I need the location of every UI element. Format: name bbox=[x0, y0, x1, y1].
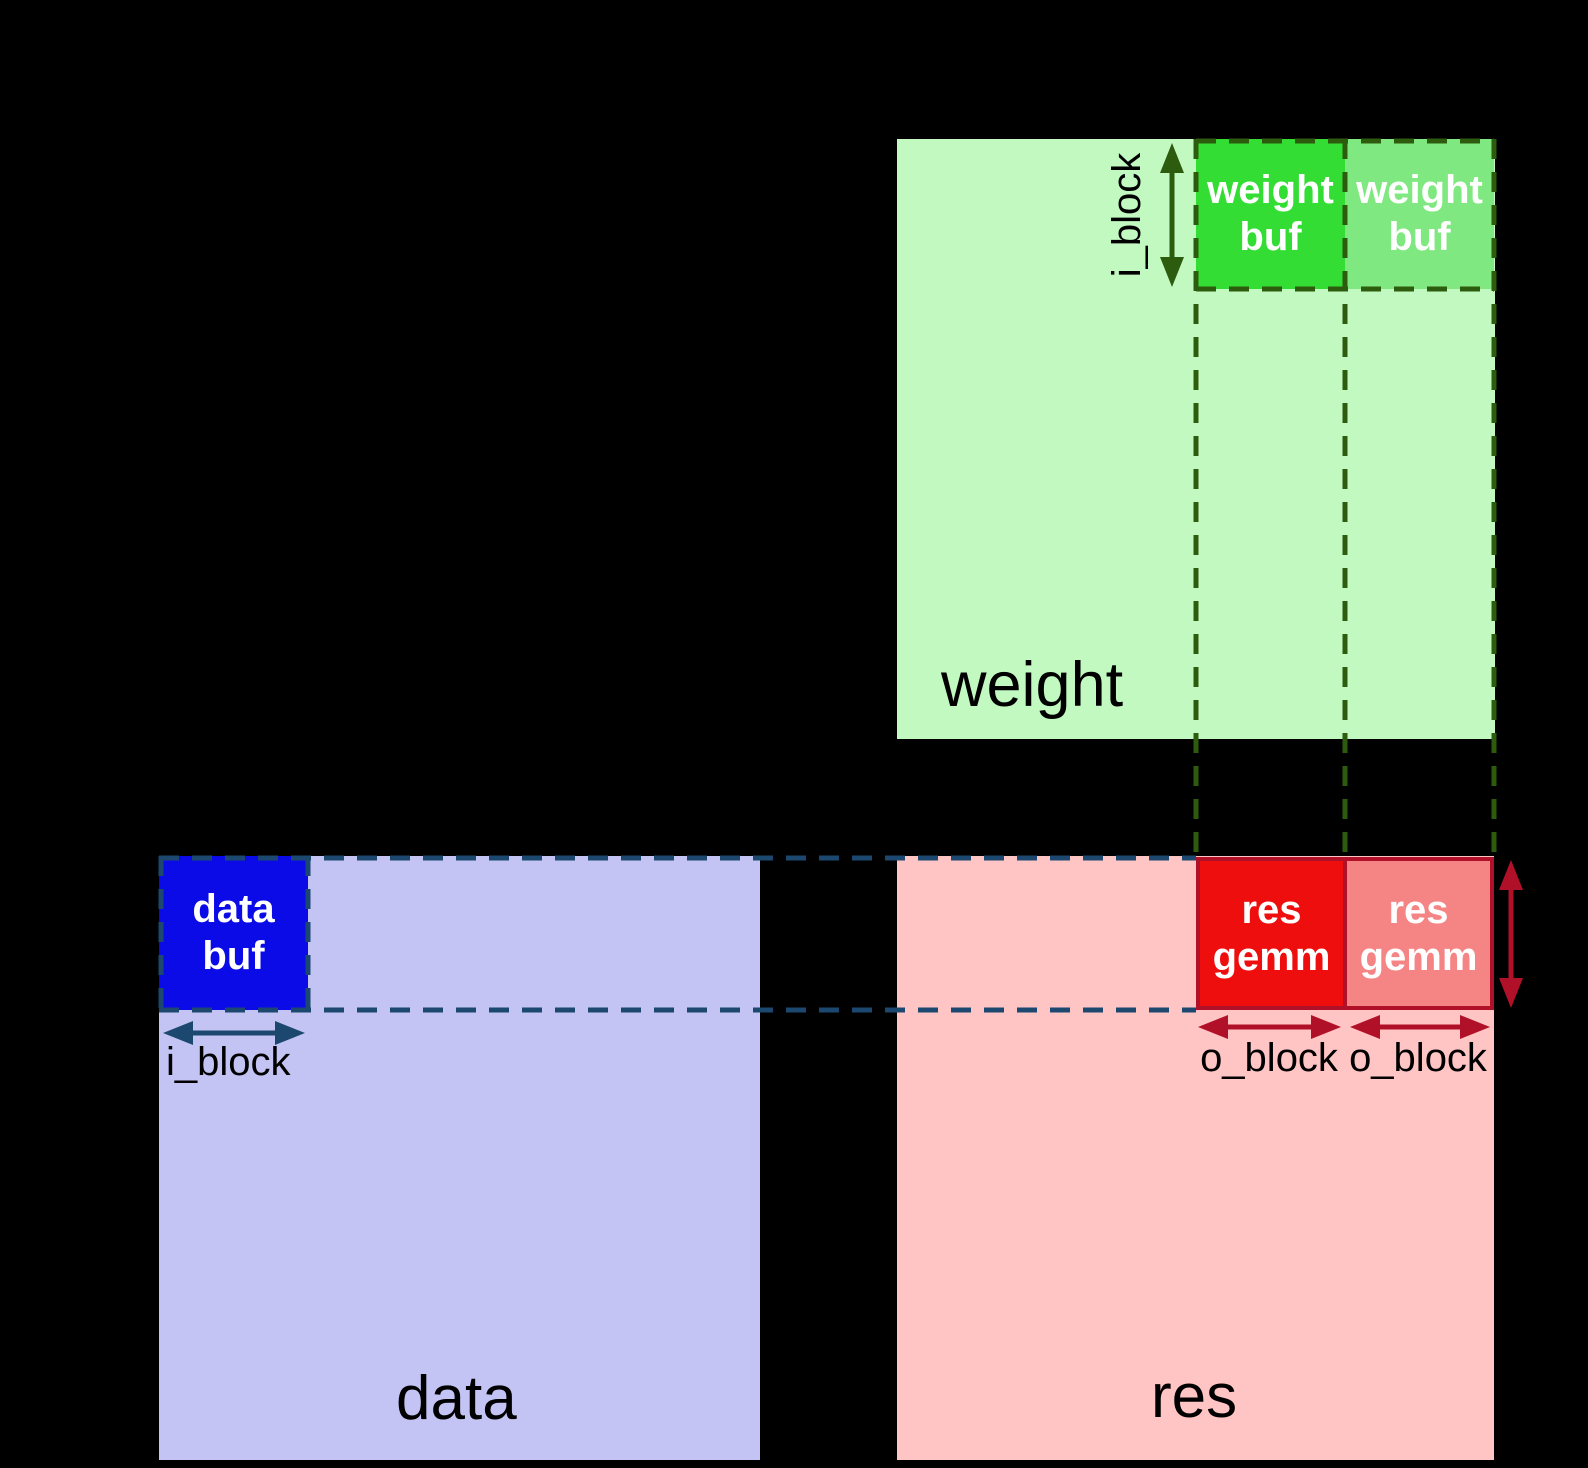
weight-buf-2-label-line1: weight bbox=[1356, 168, 1483, 212]
res-gemm-height-arrow bbox=[1499, 860, 1523, 1008]
weight-buf-block-2: weight buf bbox=[1345, 139, 1494, 289]
res-gemm-1-label-line1: res bbox=[1241, 887, 1302, 932]
data-buf-block: data buf bbox=[159, 856, 308, 1010]
i-block-label-weight: i_block bbox=[1105, 152, 1149, 278]
res-gemm-group: res gemm res gemm bbox=[1196, 857, 1494, 1010]
res-gemm-2-label-line1: res bbox=[1388, 887, 1449, 932]
weight-buf-1-label-line2: buf bbox=[1239, 215, 1302, 259]
data-buf-label-line1: data bbox=[192, 887, 275, 931]
weight-matrix-label: weight bbox=[941, 650, 1124, 720]
weight-buf-1-label-line1: weight bbox=[1207, 168, 1334, 212]
res-gemm-2-label-line2: gemm bbox=[1359, 934, 1478, 979]
o-block-label-2: o_block bbox=[1349, 1036, 1487, 1080]
res-gemm-block-2: res gemm bbox=[1343, 861, 1490, 1006]
weight-buf-block-1: weight buf bbox=[1196, 139, 1345, 289]
res-gemm-block-1: res gemm bbox=[1200, 861, 1343, 1006]
res-gemm-1-label-line2: gemm bbox=[1212, 934, 1331, 979]
weight-buf-2-label-line2: buf bbox=[1388, 215, 1451, 259]
data-matrix-label: data bbox=[396, 1364, 517, 1433]
res-matrix-label: res bbox=[1151, 1362, 1238, 1431]
o-block-label-1: o_block bbox=[1200, 1036, 1338, 1080]
data-buf-label-line2: buf bbox=[202, 934, 265, 978]
i-block-label-data: i_block bbox=[166, 1040, 291, 1084]
